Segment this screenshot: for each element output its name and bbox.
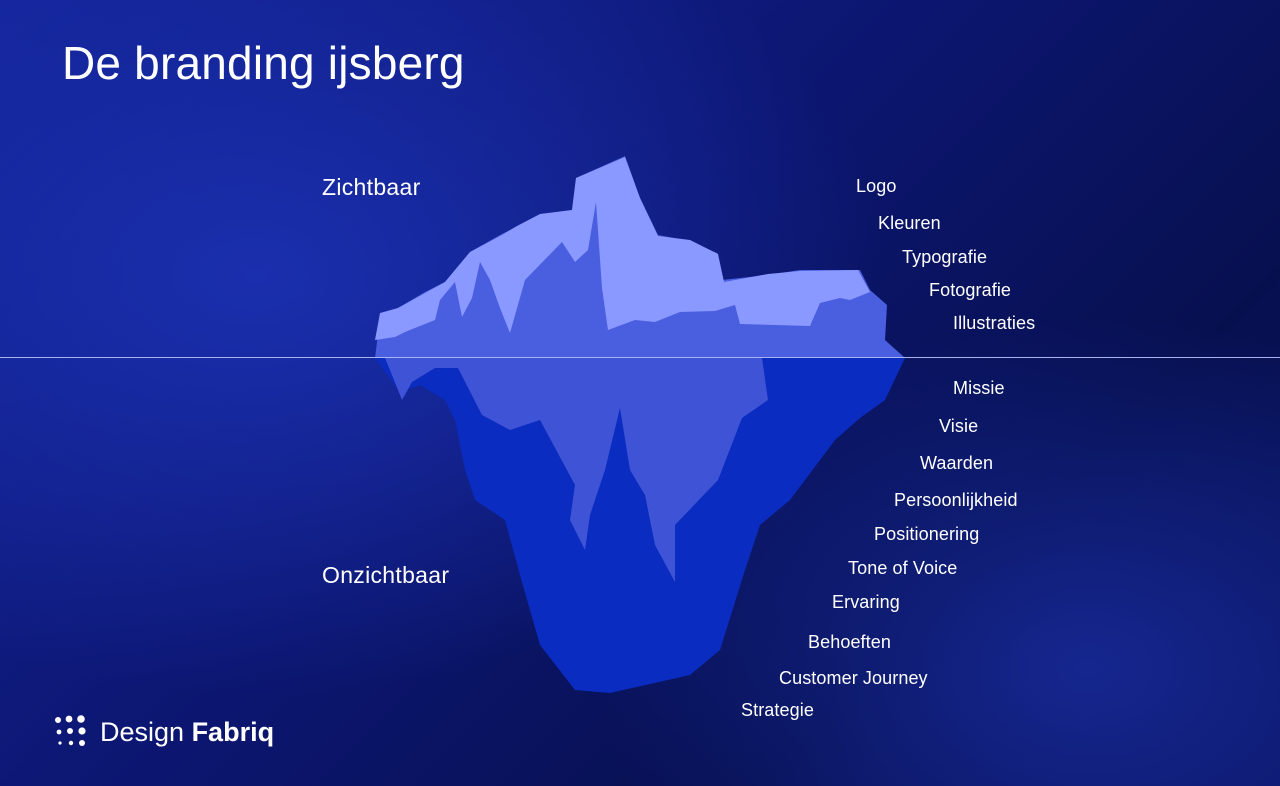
invisible-item-visie: Visie <box>939 416 979 436</box>
visible-item-logo: Logo <box>856 176 897 196</box>
invisible-item-behoeften: Behoeften <box>808 632 891 652</box>
dot-grid-logo-icon <box>55 715 86 746</box>
waterline-divider <box>0 357 1280 358</box>
visible-item-typografie: Typografie <box>902 247 988 267</box>
visible-item-kleuren: Kleuren <box>878 213 941 233</box>
brand-name-regular: Design <box>100 716 185 747</box>
invisible-zone-label: Onzichtbaar <box>322 562 450 588</box>
invisible-item-customer-journey: Customer Journey <box>779 668 928 688</box>
iceberg-top-light <box>375 157 870 340</box>
invisible-item-strategie: Strategie <box>741 700 814 720</box>
brand-name-bold: Fabriq <box>191 716 275 747</box>
brand-logo: Design Fabriq <box>54 714 274 750</box>
invisible-item-missie: Missie <box>953 378 1005 398</box>
iceberg-underwater-dark <box>375 358 905 693</box>
iceberg-underwater-light <box>385 358 768 582</box>
brand-name: Design Fabriq <box>100 717 274 748</box>
visible-zone-label: Zichtbaar <box>322 174 421 200</box>
visible-item-illustraties: Illustraties <box>953 313 1036 333</box>
invisible-item-persoonlijkheid: Persoonlijkheid <box>894 490 1018 510</box>
invisible-item-positionering: Positionering <box>874 524 980 544</box>
invisible-item-ervaring: Ervaring <box>832 592 900 612</box>
slide-title: De branding ijsberg <box>62 37 465 89</box>
invisible-item-tone-of-voice: Tone of Voice <box>848 558 958 578</box>
visible-item-fotografie: Fotografie <box>929 280 1012 300</box>
invisible-item-waarden: Waarden <box>920 453 994 473</box>
